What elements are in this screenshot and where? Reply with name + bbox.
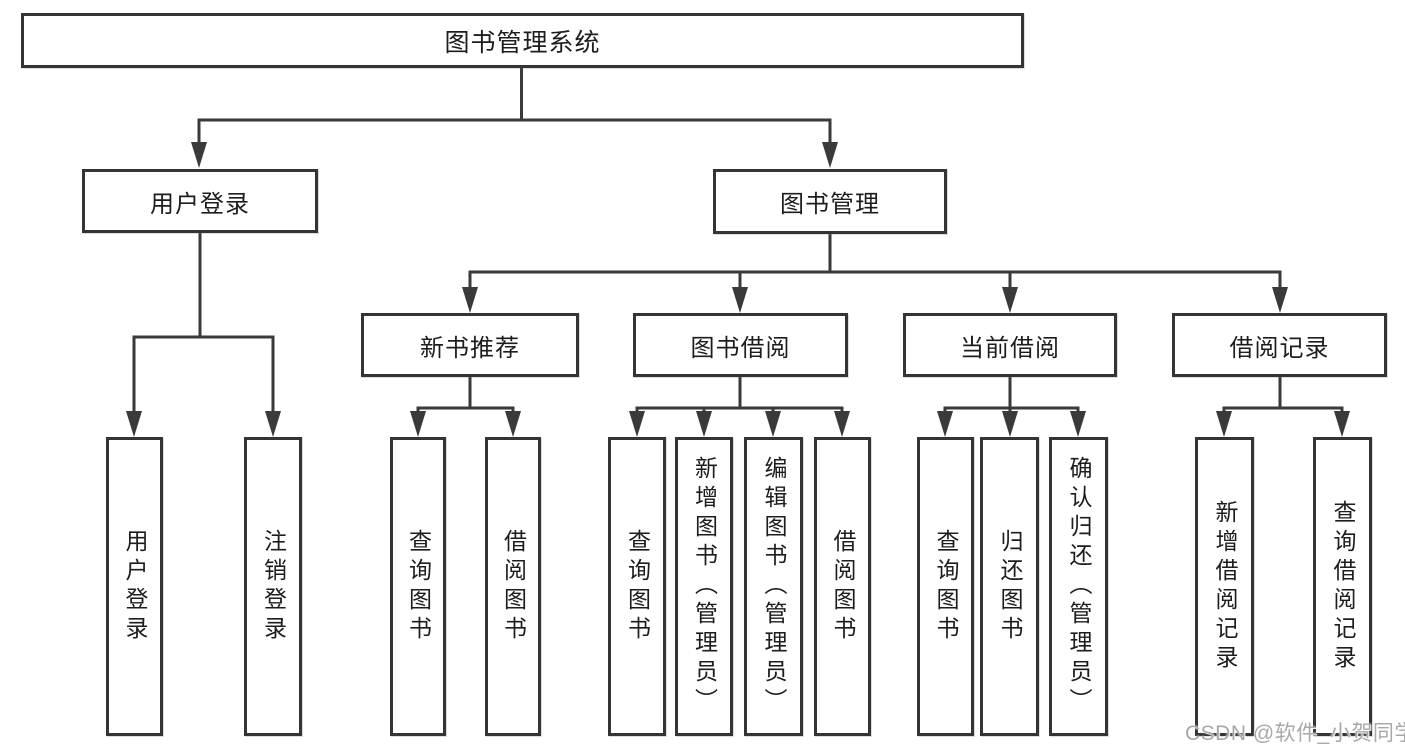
- leaf-newbook-borrow-books-label: 借阅图书: [500, 528, 527, 645]
- leaf-records-query-record-label: 查询借阅记录: [1330, 499, 1356, 674]
- node-user-login-label: 用户登录: [150, 190, 250, 218]
- node-book-borrowing-label: 图书借阅: [690, 334, 791, 362]
- connector-user-login-bar: [132, 335, 275, 412]
- leaf-user-login: 用户登录: [106, 437, 163, 736]
- connector-book-mgmt-bar: [468, 270, 1282, 288]
- leaf-records-add-record-label: 新增借阅记录: [1212, 499, 1238, 674]
- node-root-label: 图书管理系统: [444, 28, 601, 57]
- leaf-newbook-query-books-label: 查询图书: [405, 528, 432, 645]
- leaf-current-query-books-label: 查询图书: [933, 528, 959, 645]
- leaf-logout: 注销登录: [244, 437, 302, 736]
- node-new-book-recommend: 新书推荐: [361, 313, 579, 377]
- node-root: 图书管理系统: [21, 13, 1024, 68]
- leaf-borrowing-borrow-books: 借阅图书: [814, 437, 871, 736]
- leaf-borrowing-add-books-admin: 新增图书（管理员）: [675, 437, 733, 736]
- node-new-book-recommend-label: 新书推荐: [420, 334, 520, 362]
- watermark: CSDN @软件_小贺同学: [1185, 722, 1405, 745]
- connector-records-bar: [1222, 406, 1344, 412]
- connector-newbook-bar: [416, 406, 515, 412]
- node-book-management-label: 图书管理: [780, 191, 880, 218]
- node-user-login: 用户登录: [82, 169, 318, 233]
- node-borrowing-records-label: 借阅记录: [1229, 334, 1330, 362]
- leaf-current-confirm-return-admin-label: 确认归还（管理员）: [1066, 456, 1092, 717]
- leaf-current-query-books: 查询图书: [917, 437, 974, 736]
- leaf-borrowing-add-books-admin-label: 新增图书（管理员）: [691, 456, 718, 717]
- leaf-current-confirm-return-admin: 确认归还（管理员）: [1049, 437, 1108, 736]
- leaf-borrowing-query-books: 查询图书: [608, 437, 666, 736]
- leaf-current-return-books: 归还图书: [980, 437, 1039, 736]
- leaf-borrowing-edit-books-admin: 编辑图书（管理员）: [744, 437, 803, 736]
- connector-borrowing-bar: [635, 406, 844, 412]
- leaf-borrowing-borrow-books-label: 借阅图书: [830, 528, 856, 645]
- leaf-logout-label: 注销登录: [260, 528, 287, 645]
- leaf-records-query-record: 查询借阅记录: [1313, 437, 1372, 736]
- leaf-borrowing-edit-books-admin-label: 编辑图书（管理员）: [761, 456, 787, 717]
- node-current-borrowing: 当前借阅: [903, 313, 1117, 377]
- leaf-newbook-borrow-books: 借阅图书: [485, 437, 541, 736]
- node-borrowing-records: 借阅记录: [1172, 313, 1387, 377]
- leaf-borrowing-query-books-label: 查询图书: [624, 528, 651, 645]
- node-current-borrowing-label: 当前借阅: [960, 334, 1060, 362]
- leaf-user-login-label: 用户登录: [122, 528, 148, 645]
- node-book-management: 图书管理: [713, 169, 947, 234]
- connector-level1-bar: [197, 118, 832, 143]
- leaf-current-return-books-label: 归还图书: [997, 528, 1023, 645]
- leaf-records-add-record: 新增借阅记录: [1195, 437, 1254, 736]
- leaf-newbook-query-books: 查询图书: [390, 437, 446, 736]
- node-book-borrowing: 图书借阅: [633, 313, 848, 377]
